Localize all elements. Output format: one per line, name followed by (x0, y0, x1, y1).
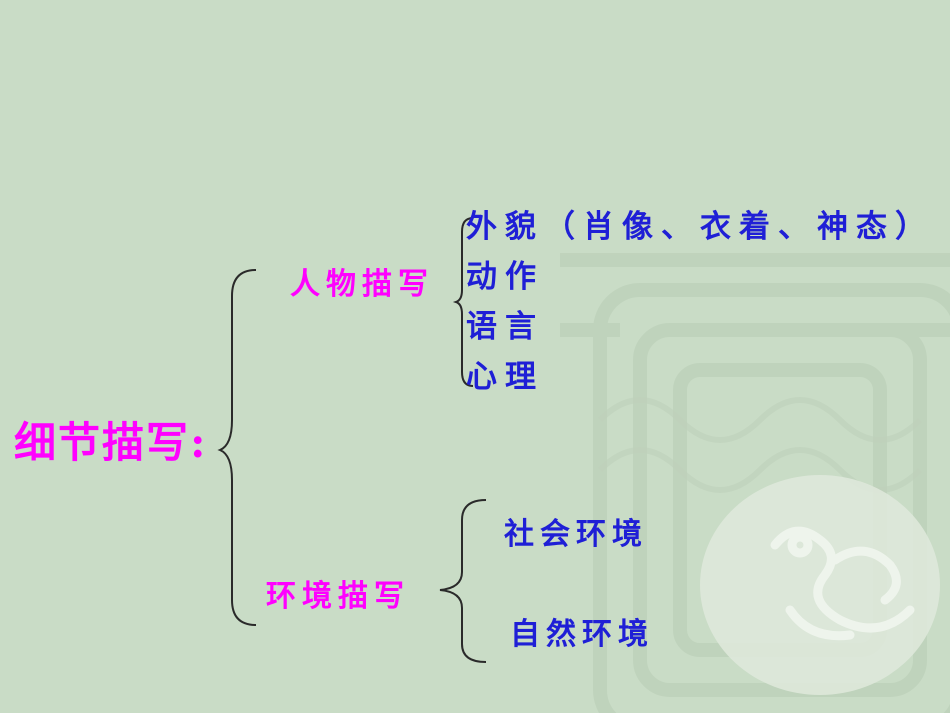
leaf-psychology: 心理 (466, 359, 544, 395)
root-node: 细节描写: (14, 418, 208, 467)
bracket-environment (439, 499, 487, 663)
branch-person-description: 人物描写 (290, 267, 434, 302)
bracket-person (452, 217, 474, 387)
leaf-language: 语言 (466, 309, 544, 345)
dragon-emblem-icon (770, 526, 915, 641)
leaf-social-environment: 社会环境 (504, 517, 648, 552)
leaf-natural-environment: 自然环境 (510, 617, 654, 652)
leaf-appearance: 外貌（肖像、衣着、神态） (466, 209, 934, 245)
bracket-root (217, 269, 257, 626)
branch-environment-description: 环境描写 (266, 579, 410, 614)
leaf-action: 动作 (466, 259, 544, 295)
